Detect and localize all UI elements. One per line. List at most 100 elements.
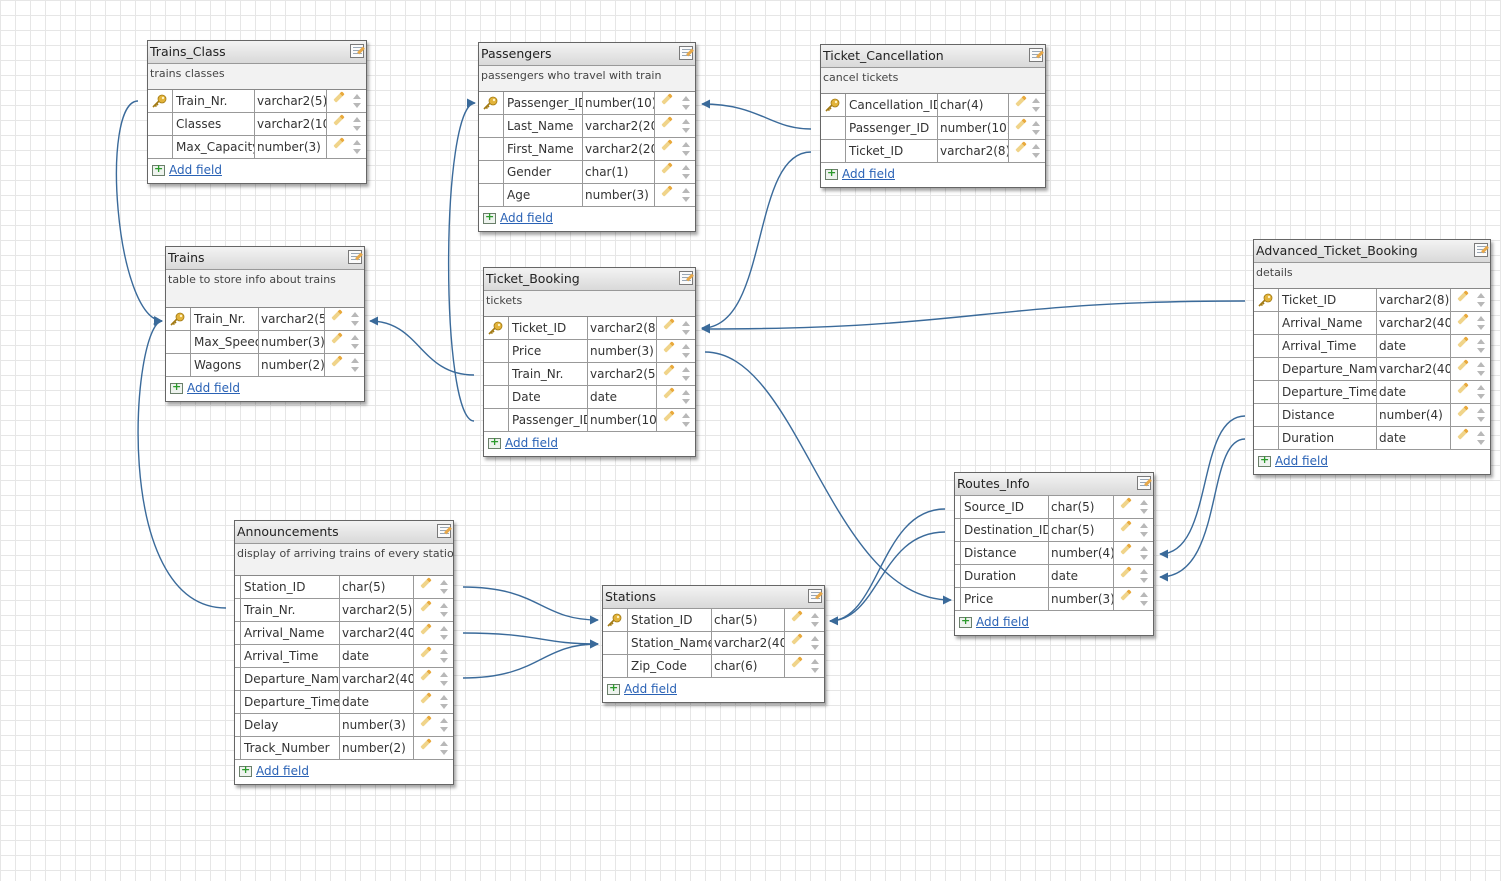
table-header[interactable]: Trains_Class	[148, 41, 366, 64]
field-name[interactable]: Departure_Time	[1279, 381, 1377, 403]
updown-arrows-icon[interactable]	[353, 139, 362, 155]
add-field-link[interactable]: Add field	[256, 764, 309, 778]
pencil-icon[interactable]	[663, 364, 675, 376]
updown-arrows-icon[interactable]	[811, 635, 820, 651]
field-name[interactable]: Passenger_ID	[509, 409, 588, 431]
updown-arrows-icon[interactable]	[1140, 522, 1149, 538]
edit-table-icon[interactable]	[808, 589, 822, 603]
field-name[interactable]: Station_ID	[628, 609, 712, 631]
field-type[interactable]: varchar2(8)	[1377, 289, 1451, 311]
field-name[interactable]: Price	[509, 340, 588, 362]
updown-arrows-icon[interactable]	[440, 648, 449, 664]
field-name[interactable]: Ticket_ID	[509, 317, 588, 339]
field-name[interactable]: Distance	[961, 542, 1049, 564]
field-name[interactable]: First_Name	[504, 138, 583, 160]
field-name[interactable]: Last_Name	[504, 115, 583, 137]
field-name[interactable]: Wagons	[191, 354, 259, 376]
pencil-icon[interactable]	[1457, 313, 1469, 325]
field-name[interactable]: Passenger_ID	[846, 117, 938, 139]
field-type[interactable]: number(3)	[259, 331, 325, 353]
pencil-icon[interactable]	[663, 318, 675, 330]
field-type[interactable]: varchar2(40)	[1377, 312, 1451, 334]
updown-arrows-icon[interactable]	[1477, 315, 1486, 331]
pencil-icon[interactable]	[1120, 497, 1132, 509]
field-type[interactable]: varchar2(5)	[588, 363, 657, 385]
updown-arrows-icon[interactable]	[682, 343, 691, 359]
add-field-icon[interactable]	[170, 380, 183, 394]
updown-arrows-icon[interactable]	[811, 658, 820, 674]
field-name[interactable]: Duration	[1279, 427, 1377, 449]
add-field-icon[interactable]	[483, 210, 496, 224]
pencil-icon[interactable]	[420, 669, 432, 681]
field-type[interactable]: varchar2(8)	[938, 140, 1009, 162]
add-field-icon[interactable]	[239, 763, 252, 777]
field-name[interactable]: Arrival_Time	[1279, 335, 1377, 357]
field-name[interactable]: Max_Capacity	[173, 136, 255, 158]
updown-arrows-icon[interactable]	[440, 671, 449, 687]
add-field-link[interactable]: Add field	[505, 436, 558, 450]
pencil-icon[interactable]	[333, 91, 345, 103]
pencil-icon[interactable]	[331, 355, 343, 367]
pencil-icon[interactable]	[1015, 95, 1027, 107]
field-type[interactable]: varchar2(10)	[255, 113, 327, 135]
pencil-icon[interactable]	[663, 341, 675, 353]
field-type[interactable]: number(2)	[340, 737, 414, 759]
field-name[interactable]: Gender	[504, 161, 583, 183]
pencil-icon[interactable]	[1015, 118, 1027, 130]
updown-arrows-icon[interactable]	[440, 625, 449, 641]
add-field-icon[interactable]	[825, 166, 838, 180]
pencil-icon[interactable]	[1120, 589, 1132, 601]
pencil-icon[interactable]	[791, 656, 803, 668]
field-name[interactable]: Zip_Code	[628, 655, 712, 677]
updown-arrows-icon[interactable]	[682, 187, 691, 203]
pencil-icon[interactable]	[420, 715, 432, 727]
field-name[interactable]: Train_Nr.	[173, 90, 255, 112]
edit-table-icon[interactable]	[437, 524, 451, 538]
pencil-icon[interactable]	[661, 139, 673, 151]
table-trains[interactable]: Trains table to store info about trains …	[165, 246, 365, 402]
pencil-icon[interactable]	[1457, 382, 1469, 394]
field-name[interactable]: Departure_Name	[1279, 358, 1377, 380]
field-type[interactable]: char(5)	[1049, 519, 1114, 541]
updown-arrows-icon[interactable]	[1032, 143, 1041, 159]
field-name[interactable]: Train_Nr.	[509, 363, 588, 385]
table-header[interactable]: Announcements	[235, 521, 453, 544]
updown-arrows-icon[interactable]	[682, 389, 691, 405]
updown-arrows-icon[interactable]	[682, 141, 691, 157]
pencil-icon[interactable]	[661, 185, 673, 197]
edit-table-icon[interactable]	[348, 250, 362, 264]
pencil-icon[interactable]	[420, 738, 432, 750]
table-header[interactable]: Passengers	[479, 43, 695, 66]
pencil-icon[interactable]	[331, 332, 343, 344]
field-type[interactable]: char(6)	[712, 655, 785, 677]
updown-arrows-icon[interactable]	[353, 93, 362, 109]
updown-arrows-icon[interactable]	[1140, 545, 1149, 561]
updown-arrows-icon[interactable]	[440, 740, 449, 756]
table-header[interactable]: Stations	[603, 586, 824, 609]
field-name[interactable]: Date	[509, 386, 588, 408]
field-name[interactable]: Track_Number	[241, 737, 340, 759]
field-type[interactable]: varchar2(5)	[259, 308, 325, 330]
field-type[interactable]: number(10)	[588, 409, 657, 431]
updown-arrows-icon[interactable]	[1477, 338, 1486, 354]
table-header[interactable]: Trains	[166, 247, 364, 270]
add-field-link[interactable]: Add field	[976, 615, 1029, 629]
field-type[interactable]: varchar2(5)	[340, 599, 414, 621]
edit-table-icon[interactable]	[1029, 48, 1043, 62]
table-header[interactable]: Advanced_Ticket_Booking	[1254, 240, 1490, 263]
field-type[interactable]: number(10)	[938, 117, 1009, 139]
pencil-icon[interactable]	[333, 114, 345, 126]
updown-arrows-icon[interactable]	[1140, 591, 1149, 607]
